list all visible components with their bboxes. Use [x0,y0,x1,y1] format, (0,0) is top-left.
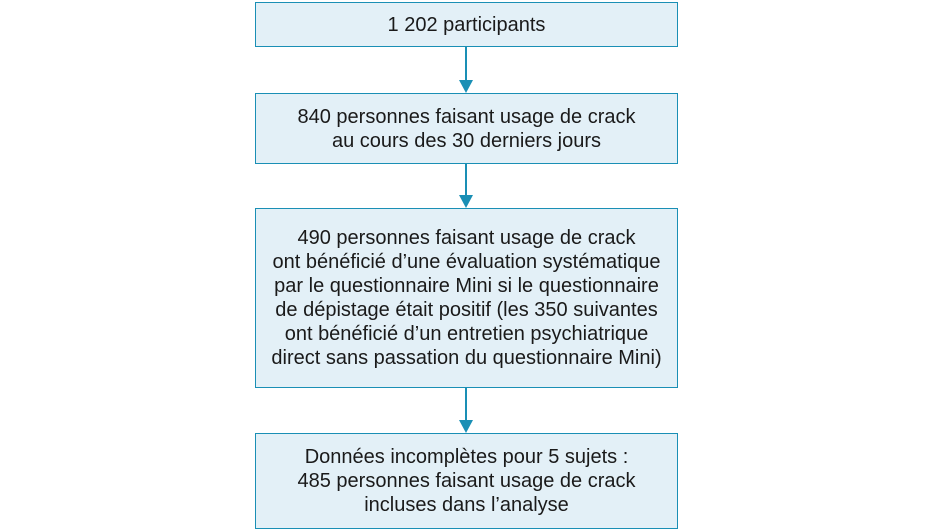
box-text-line: 485 personnes faisant usage de crack [297,470,636,492]
box-text-line: par le questionnaire Mini si le question… [274,275,659,297]
box-text-line: de dépistage était positif (les 350 suiv… [275,299,658,321]
flow-box-mini-evaluation: 490 personnes faisant usage de crack ont… [255,208,678,388]
flow-box-included-analysis: Données incomplètes pour 5 sujets : 485 … [255,433,678,529]
box-text-line: Données incomplètes pour 5 sujets : [304,446,629,468]
box-text-line: direct sans passation du questionnaire M… [271,347,662,369]
box-text-line: 840 personnes faisant usage de crack [297,105,636,128]
flow-box-crack-users-30-days: 840 personnes faisant usage de crack au … [255,93,678,164]
box-text-line: ont bénéficié d’une évaluation systémati… [272,251,661,273]
box-text-line: incluses dans l’analyse [364,494,569,516]
down-arrow-icon [456,388,476,433]
box-text-line: 490 personnes faisant usage de crack [297,227,636,249]
down-arrow-icon [456,47,476,93]
down-arrow-icon [456,164,476,208]
flow-box-participants: 1 202 participants [255,2,678,47]
box-text-line: au cours des 30 derniers jours [331,129,602,152]
box-text-line: 1 202 participants [387,13,546,36]
box-text-line: ont bénéficié d’un entretien psychiatriq… [284,323,649,345]
